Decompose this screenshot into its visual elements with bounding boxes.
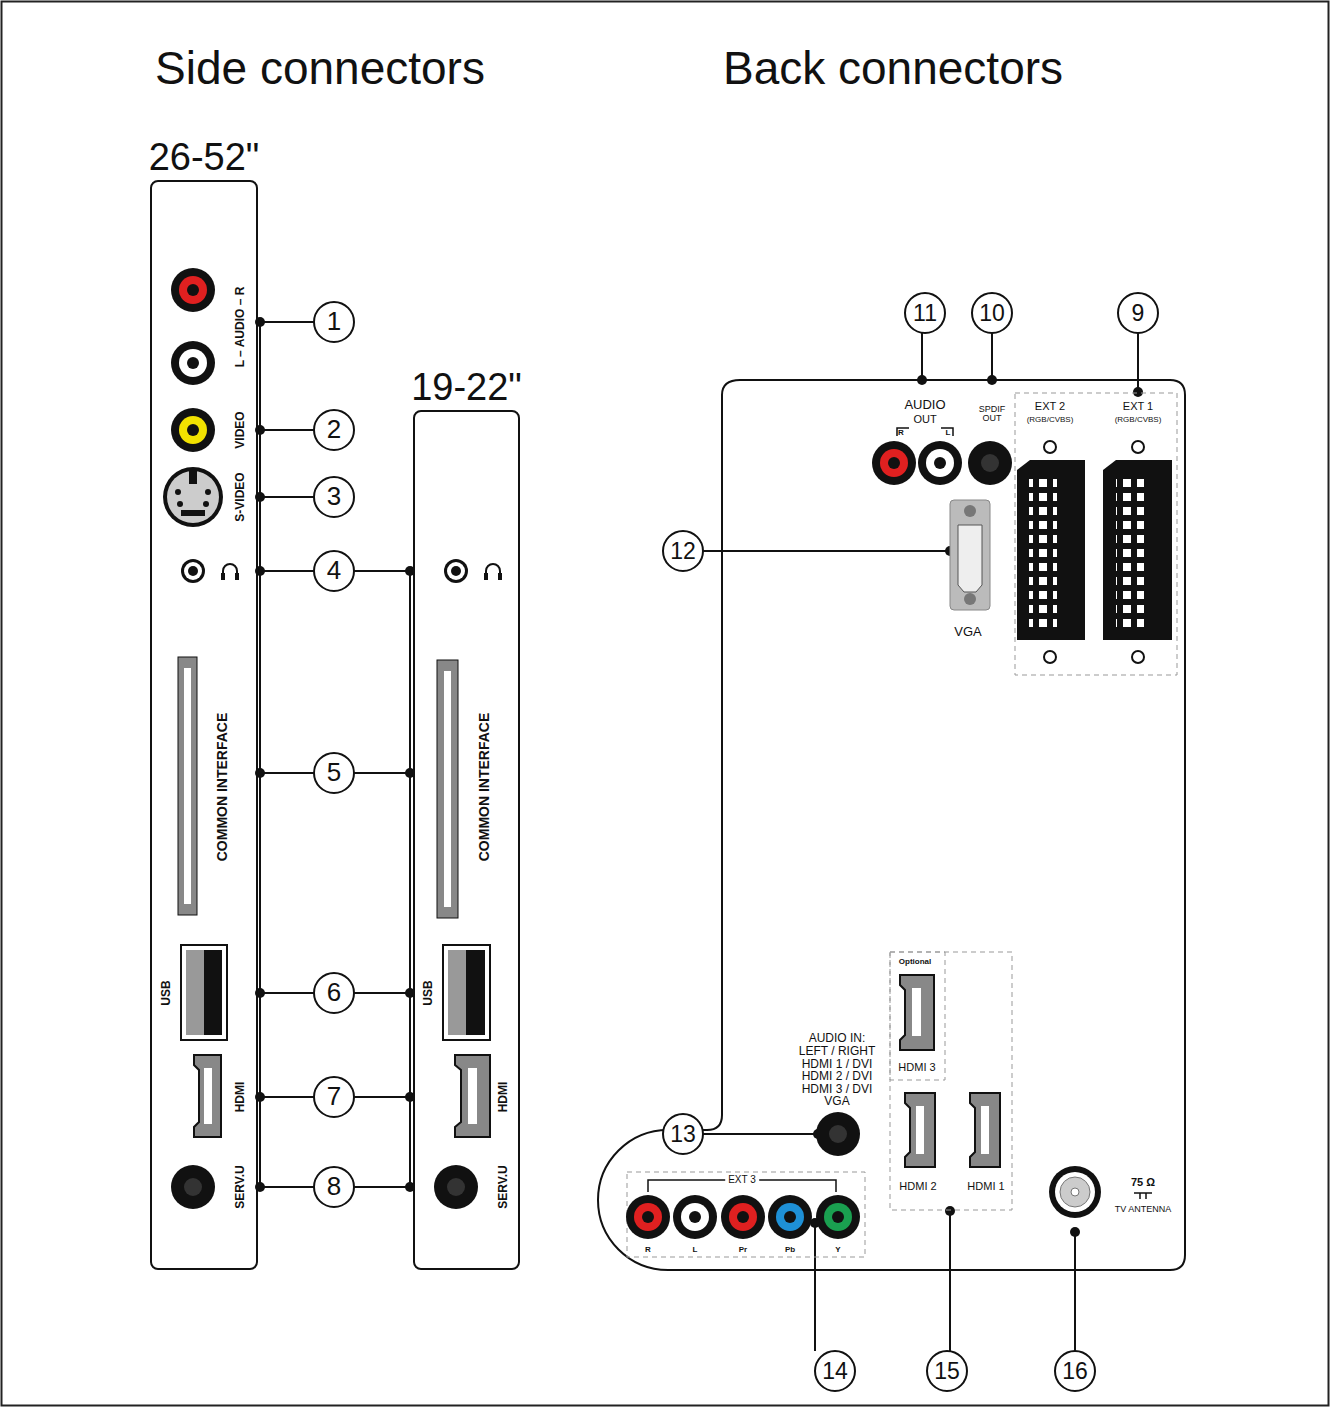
- callout-number: 5: [327, 759, 341, 786]
- section-heading: Side connectors: [155, 44, 485, 92]
- port-label: TV ANTENNA: [1115, 1205, 1172, 1214]
- port-label: USB: [422, 980, 435, 1005]
- port-label: Optional: [899, 958, 931, 966]
- callout-number: 16: [1062, 1359, 1088, 1383]
- port-label: Y: [835, 1246, 840, 1254]
- callout-number: 9: [1132, 301, 1145, 325]
- port-label: L: [693, 1246, 698, 1254]
- size-heading: 19-22": [411, 366, 522, 409]
- port-label: R: [645, 1246, 651, 1254]
- audio-in-note: AUDIO IN: LEFT / RIGHT HDMI 1 / DVI HDMI…: [794, 1032, 880, 1108]
- callout-number: 4: [327, 557, 341, 584]
- callout-number: 3: [327, 483, 341, 510]
- callout-number: 6: [327, 979, 341, 1006]
- port-label: Pr: [739, 1246, 747, 1254]
- callout-number: 13: [670, 1122, 696, 1146]
- port-label: HDMI 3: [898, 1062, 935, 1074]
- size-heading: 26-52": [149, 136, 260, 179]
- port-label: HDMI 2: [899, 1181, 936, 1193]
- port-label: VGA: [954, 625, 981, 639]
- port-label: L – AUDIO – R: [234, 287, 247, 368]
- port-label: SERV.U: [234, 1165, 247, 1208]
- callout-number: 1: [327, 308, 341, 335]
- callout-number: 8: [327, 1173, 341, 1200]
- port-label: EXT 3: [725, 1175, 759, 1186]
- port-label: L: [946, 429, 951, 437]
- port-label: EXT 2: [1035, 401, 1065, 413]
- port-label: SPDIF OUT: [975, 405, 1009, 424]
- connector-panel: 19-22": [413, 410, 520, 1270]
- callout-number: 11: [913, 301, 937, 325]
- port-label: HDMI: [497, 1082, 510, 1113]
- port-label: 75 Ω: [1131, 1177, 1155, 1189]
- port-label: EXT 1: [1123, 401, 1153, 413]
- port-label: COMMON INTERFACE: [215, 713, 230, 862]
- callout-number: 15: [934, 1359, 960, 1383]
- port-label: R: [898, 429, 904, 437]
- callout-number: 7: [327, 1083, 341, 1110]
- port-label: AUDIO: [904, 398, 945, 412]
- callout-number: 2: [327, 416, 341, 443]
- callout-number: 14: [822, 1359, 848, 1383]
- port-label: SERV.U: [497, 1165, 510, 1208]
- port-label: USB: [160, 980, 173, 1005]
- callout-number: 12: [670, 539, 696, 563]
- port-label: Pb: [785, 1246, 795, 1254]
- port-label: (RGB/CVBS): [1115, 416, 1162, 424]
- port-label: VIDEO: [234, 411, 247, 448]
- port-label: S-VIDEO: [234, 472, 247, 521]
- port-label: HDMI: [234, 1082, 247, 1113]
- section-heading: Back connectors: [723, 44, 1063, 92]
- port-label: HDMI 1: [967, 1181, 1004, 1193]
- port-label: COMMON INTERFACE: [477, 713, 492, 862]
- callout-number: 10: [979, 301, 1005, 325]
- port-label: (RGB/CVBS): [1027, 416, 1074, 424]
- port-label: OUT: [913, 414, 936, 426]
